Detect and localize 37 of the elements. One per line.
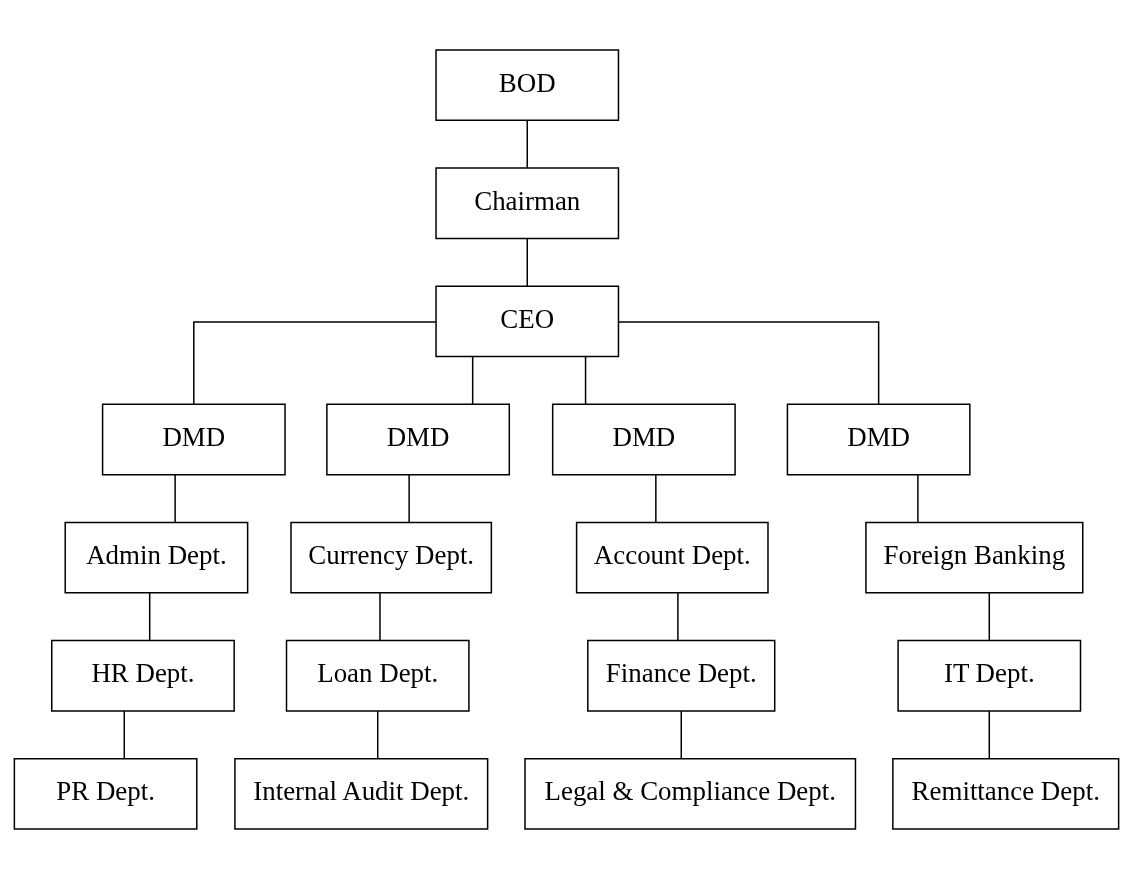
node-box: DMD [326,403,511,475]
connector [677,591,679,641]
connector [526,119,528,169]
node-box: Currency Dept. [290,521,493,593]
node-box: CEO [435,285,620,357]
connector [655,473,657,523]
connector [988,591,991,641]
connector [988,709,991,759]
connector [526,237,528,287]
node-box: DMD [101,403,286,475]
node-box: BOD [435,48,620,121]
connector [123,709,125,759]
connector [148,591,151,641]
connector [680,709,682,759]
connector [379,591,381,641]
node-box: Foreign Banking [865,521,1084,593]
node-box: DMD [551,403,736,475]
node-box: Loan Dept. [285,639,470,712]
connector [376,709,379,759]
node-box: Finance Dept. [587,639,776,712]
node-box: HR Dept. [51,639,235,712]
connector [584,355,587,405]
node-box: PR Dept. [13,757,198,830]
connector [193,320,437,405]
node-box: Internal Audit Dept. [234,757,489,830]
connector [917,473,919,523]
connector [408,473,410,523]
node-box: Remittance Dept. [892,757,1120,830]
connector [174,473,176,523]
connector [471,355,474,405]
node-box: Admin Dept. [64,521,249,593]
node-box: Legal & Compliance Dept. [524,757,857,830]
node-box: Chairman [435,166,620,239]
node-box: Account Dept. [575,521,769,593]
node-box: DMD [786,403,971,475]
node-box: IT Dept. [897,639,1082,712]
connector [617,320,880,405]
